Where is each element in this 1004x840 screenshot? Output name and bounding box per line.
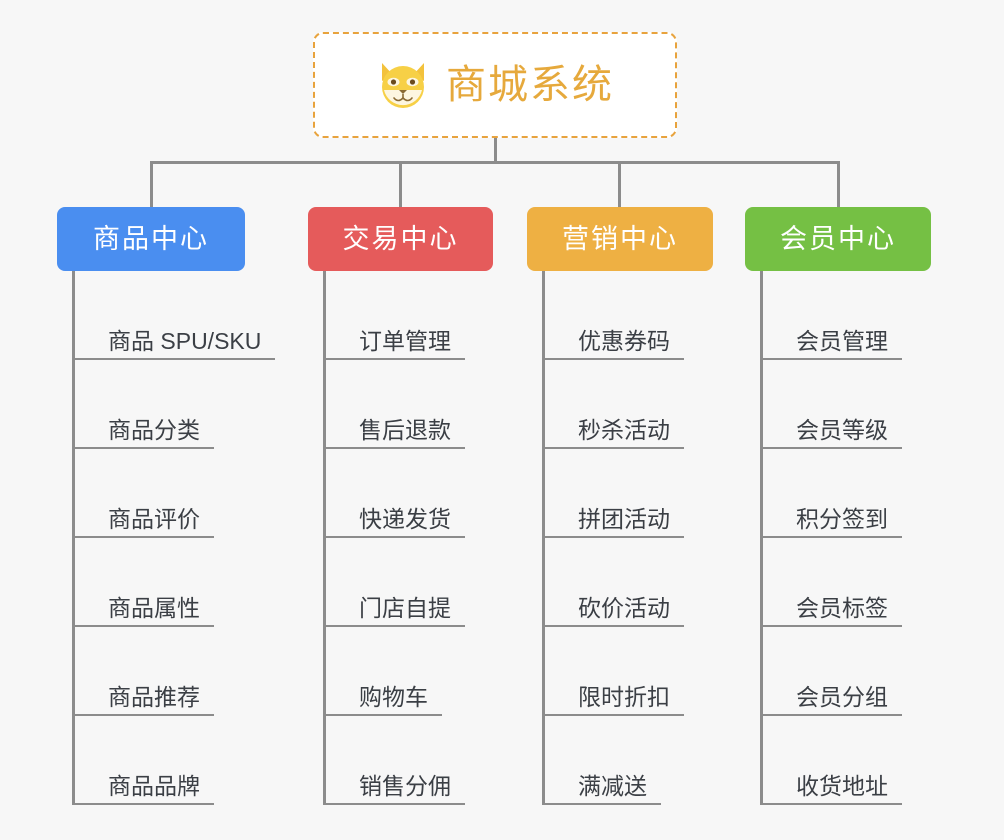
leaf-underline [326, 447, 465, 449]
connector-horizontal-bus [150, 161, 840, 164]
leaf-item[interactable]: 优惠券码 [545, 271, 713, 360]
leaf-item[interactable]: 会员管理 [763, 271, 931, 360]
root-node[interactable]: 商城系统 [313, 32, 677, 138]
leaf-item[interactable]: 门店自提 [326, 538, 493, 627]
branch-header-2[interactable]: 交易中心 [308, 207, 493, 271]
leaf-underline [763, 447, 902, 449]
leaf-underline [75, 447, 214, 449]
leaf-item[interactable]: 订单管理 [326, 271, 493, 360]
leaf-underline [763, 625, 902, 627]
connector-root-stem [494, 138, 497, 164]
leaf-item[interactable]: 商品 SPU/SKU [75, 271, 275, 360]
branch-header-4[interactable]: 会员中心 [745, 207, 931, 271]
branch-header-1[interactable]: 商品中心 [57, 207, 245, 271]
leaf-label: 会员分组 [796, 683, 888, 710]
shiba-dog-face-icon [382, 63, 424, 110]
leaf-underline [75, 714, 214, 716]
leaf-underline [763, 714, 902, 716]
leaf-item[interactable]: 销售分佣 [326, 716, 493, 805]
leaf-item[interactable]: 购物车 [326, 627, 493, 716]
connector-drop-branch-1 [150, 161, 153, 207]
branch-header-label-2: 交易中心 [342, 223, 459, 254]
leaf-label: 商品分类 [108, 416, 200, 443]
leaf-label: 商品评价 [108, 505, 200, 532]
leaf-label: 商品属性 [108, 594, 200, 621]
leaf-underline [326, 358, 465, 360]
leaf-label: 快递发货 [359, 505, 451, 532]
leaf-label: 商品 SPU/SKU [108, 327, 262, 354]
leaf-item[interactable]: 限时折扣 [545, 627, 713, 716]
leaf-label: 秒杀活动 [578, 416, 670, 443]
leaf-item[interactable]: 售后退款 [326, 360, 493, 449]
leaf-label: 销售分佣 [359, 772, 451, 799]
leaf-underline [75, 358, 275, 360]
leaf-item[interactable]: 满减送 [545, 716, 713, 805]
branch-member-center: 会员中心 会员管理 会员等级 积分签到 会员标签 会员分组 收货地址 [745, 207, 931, 805]
leaf-underline [545, 358, 684, 360]
leaf-underline [326, 536, 465, 538]
leaf-label: 砍价活动 [578, 594, 670, 621]
leaf-label: 收货地址 [796, 772, 888, 799]
leaf-item[interactable]: 商品属性 [75, 538, 245, 627]
leaf-item[interactable]: 拼团活动 [545, 449, 713, 538]
branch-trade-center: 交易中心 订单管理 售后退款 快递发货 门店自提 购物车 销售分佣 [308, 207, 493, 805]
leaf-item[interactable]: 商品品牌 [75, 716, 245, 805]
branch-header-label-4: 会员中心 [780, 223, 896, 254]
leaf-label: 商品品牌 [108, 772, 200, 799]
connector-drop-branch-4 [837, 161, 840, 207]
leaf-underline [763, 358, 902, 360]
branch-marketing-center: 营销中心 优惠券码 秒杀活动 拼团活动 砍价活动 限时折扣 满减送 [527, 207, 713, 805]
leaf-item[interactable]: 秒杀活动 [545, 360, 713, 449]
leaf-underline [75, 536, 214, 538]
leaf-list-1: 商品 SPU/SKU 商品分类 商品评价 商品属性 商品推荐 商品品牌 [72, 271, 275, 805]
leaf-label: 会员管理 [796, 327, 888, 354]
leaf-item[interactable]: 快递发货 [326, 449, 493, 538]
leaf-label: 会员等级 [796, 416, 888, 443]
connector-drop-branch-2 [399, 161, 402, 207]
leaf-label: 购物车 [359, 683, 428, 710]
leaf-list-3: 优惠券码 秒杀活动 拼团活动 砍价活动 限时折扣 满减送 [542, 271, 713, 805]
leaf-underline [545, 714, 684, 716]
branch-product-center: 商品中心 商品 SPU/SKU 商品分类 商品评价 商品属性 商品推荐 商品品牌 [57, 207, 275, 805]
leaf-label: 商品推荐 [108, 683, 200, 710]
leaf-label: 满减送 [578, 772, 647, 799]
branch-header-label-1: 商品中心 [93, 223, 209, 254]
leaf-item[interactable]: 会员标签 [763, 538, 931, 627]
branch-header-label-3: 营销中心 [562, 223, 678, 254]
leaf-label: 优惠券码 [578, 327, 670, 354]
leaf-label: 售后退款 [359, 416, 451, 443]
branch-header-3[interactable]: 营销中心 [527, 207, 713, 271]
leaf-item[interactable]: 会员分组 [763, 627, 931, 716]
leaf-underline [326, 625, 465, 627]
leaf-underline [763, 803, 902, 805]
leaf-underline [75, 625, 214, 627]
leaf-label: 订单管理 [359, 327, 451, 354]
leaf-label: 门店自提 [359, 594, 451, 621]
leaf-underline [545, 536, 684, 538]
leaf-underline [326, 714, 442, 716]
leaf-item[interactable]: 商品评价 [75, 449, 245, 538]
leaf-item[interactable]: 砍价活动 [545, 538, 713, 627]
leaf-item[interactable]: 商品分类 [75, 360, 245, 449]
connector-drop-branch-3 [618, 161, 621, 207]
leaf-underline [545, 447, 684, 449]
leaf-list-2: 订单管理 售后退款 快递发货 门店自提 购物车 销售分佣 [323, 271, 493, 805]
leaf-underline [326, 803, 465, 805]
root-title: 商城系统 [446, 63, 614, 107]
leaf-underline [75, 803, 214, 805]
leaf-underline [545, 625, 684, 627]
leaf-label: 会员标签 [796, 594, 888, 621]
leaf-item[interactable]: 收货地址 [763, 716, 931, 805]
leaf-label: 积分签到 [796, 505, 888, 532]
leaf-label: 拼团活动 [578, 505, 670, 532]
leaf-item[interactable]: 商品推荐 [75, 627, 245, 716]
leaf-item[interactable]: 会员等级 [763, 360, 931, 449]
leaf-underline [763, 536, 902, 538]
leaf-underline [545, 803, 661, 805]
leaf-label: 限时折扣 [578, 683, 670, 710]
leaf-list-4: 会员管理 会员等级 积分签到 会员标签 会员分组 收货地址 [760, 271, 931, 805]
leaf-item[interactable]: 积分签到 [763, 449, 931, 538]
